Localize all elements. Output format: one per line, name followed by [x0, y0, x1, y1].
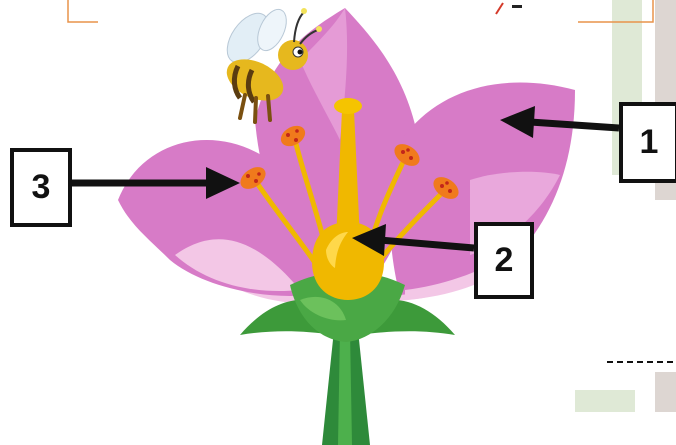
stem-highlight	[338, 330, 352, 445]
anther-far-right	[433, 177, 459, 199]
arrows	[72, 106, 620, 256]
bee-antenna-1	[293, 11, 305, 43]
arrow-1-head	[500, 106, 535, 138]
deco-gray-block	[655, 372, 676, 412]
label-1-text: 1	[639, 123, 659, 161]
anthers	[240, 125, 459, 199]
pistil-stigma	[334, 98, 362, 114]
label-box-2: 2	[474, 222, 534, 299]
deco-frame-left	[67, 0, 98, 23]
bee-pupil	[297, 49, 303, 55]
pistil-style	[336, 110, 360, 240]
bee-stripe-2	[245, 68, 257, 104]
sepal-highlight	[300, 296, 346, 321]
label-box-1: 1	[619, 102, 676, 183]
label-3-text: 3	[31, 168, 51, 206]
petal-top	[255, 8, 420, 270]
label-box-3: 3	[10, 148, 72, 227]
label-2-text: 2	[494, 241, 514, 279]
arrow-2-head	[352, 224, 386, 256]
arrow-3-head	[206, 167, 240, 199]
bee-wing-front	[257, 8, 287, 52]
anther-left	[280, 125, 306, 147]
sepal-center	[290, 272, 405, 342]
bee-stripe-1	[231, 64, 243, 100]
bee-icon	[226, 8, 322, 124]
arrow-2-shaft	[379, 236, 475, 252]
bee-body	[226, 59, 284, 101]
deco-green-block	[575, 390, 635, 412]
deco-red-mark	[495, 2, 504, 15]
bee-head	[278, 40, 308, 70]
petal-left-light	[175, 239, 300, 292]
pistil-highlight	[326, 232, 348, 268]
arrow-1-shaft	[529, 118, 620, 132]
deco-frame-right	[578, 0, 654, 23]
petal-right-light	[405, 240, 530, 300]
anther-right	[394, 144, 420, 166]
bee-legs	[238, 93, 272, 124]
deco-dark-mark	[512, 5, 522, 8]
